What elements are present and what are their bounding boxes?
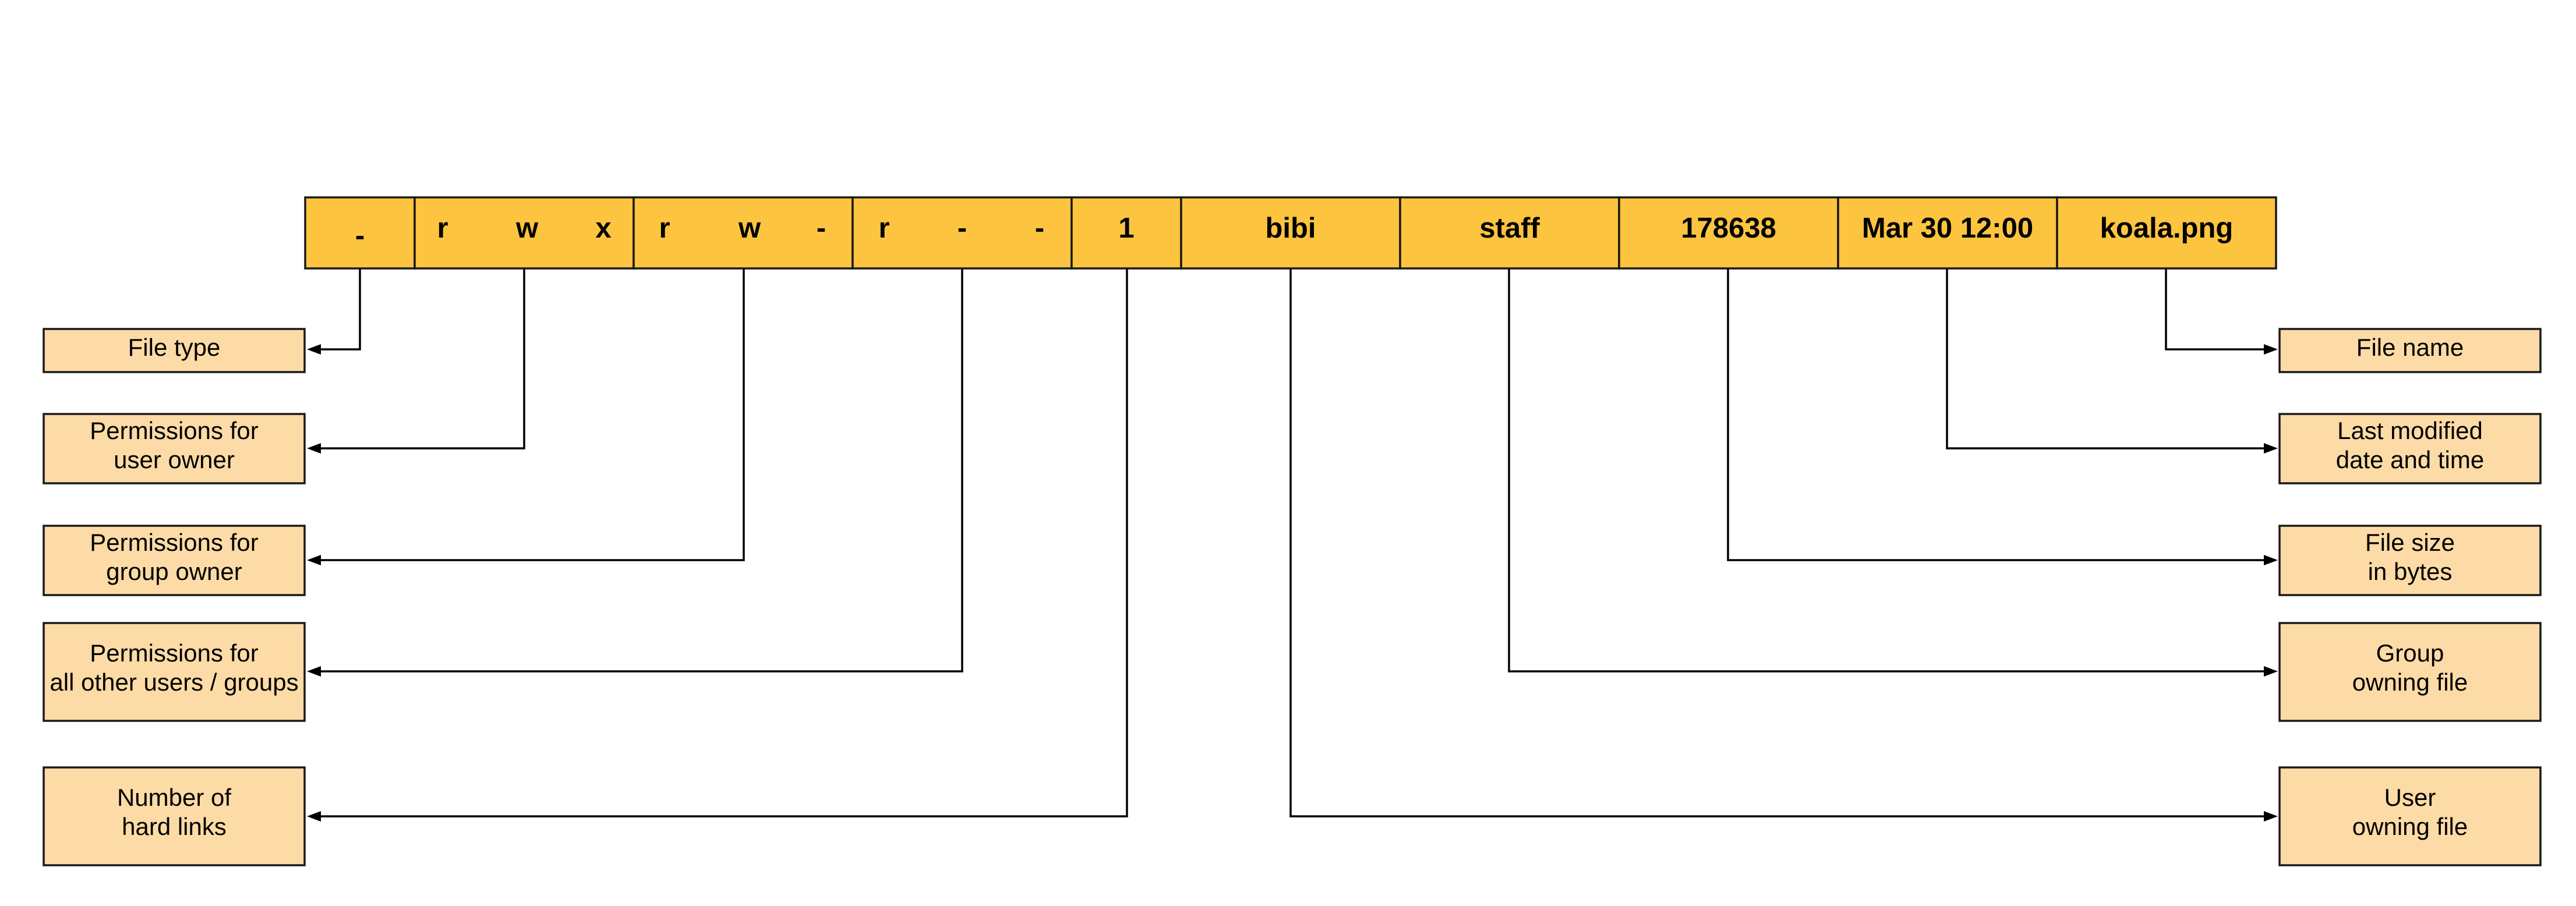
arrow-other-permissions xyxy=(307,666,321,677)
cell-file-type: - xyxy=(304,196,416,270)
connector-file-type xyxy=(315,269,361,351)
label-size-line1: File size xyxy=(2365,529,2455,556)
label-group-permissions: Permissions for group owner xyxy=(43,525,306,596)
cell-other-permissions: r - - xyxy=(851,196,1073,270)
arrow-hard-links xyxy=(307,811,321,822)
arrow-user-permissions xyxy=(307,443,321,454)
right-labels: File name Last modified date and time Fi… xyxy=(2278,328,2542,866)
arrow-name xyxy=(2264,344,2278,355)
cell-hard-links: 1 xyxy=(1070,196,1182,270)
label-modified-line2: date and time xyxy=(2336,446,2485,473)
group-write-char: w xyxy=(738,213,761,244)
user-execute-char: x xyxy=(595,213,611,244)
label-user-permissions-line2: user owner xyxy=(114,446,235,473)
label-other-permissions-line2: all other users / groups xyxy=(50,668,298,696)
label-hard-links: Number of hard links xyxy=(43,766,306,866)
user-write-char: w xyxy=(515,213,539,244)
cell-size: 178638 xyxy=(1618,196,1839,270)
label-user-permissions: Permissions for user owner xyxy=(43,413,306,484)
cell-user: bibi xyxy=(1180,196,1401,270)
user-value: bibi xyxy=(1265,213,1316,244)
label-group-permissions-line2: group owner xyxy=(106,558,242,585)
label-modified-line1: Last modified xyxy=(2337,417,2483,444)
cell-name: koala.png xyxy=(2056,196,2277,270)
arrow-group-permissions xyxy=(307,555,321,565)
label-name: File name xyxy=(2278,328,2542,373)
label-user: User owning file xyxy=(2278,766,2542,866)
label-hard-links-line1: Number of xyxy=(117,784,231,811)
ls-output-row: - r w x r w - r - - 1 bibi xyxy=(304,196,2277,270)
other-read-char: r xyxy=(878,213,889,244)
label-size-line2: in bytes xyxy=(2368,558,2453,585)
connector-group xyxy=(1508,269,2270,673)
label-user-line1: User xyxy=(2384,784,2436,811)
connector-user-permissions xyxy=(315,269,525,450)
other-execute-char: - xyxy=(1035,213,1044,244)
label-other-permissions: Permissions for all other users / groups xyxy=(43,622,306,722)
connector-other-permissions xyxy=(315,269,963,673)
cell-modified: Mar 30 12:00 xyxy=(1837,196,2058,270)
label-modified: Last modified date and time xyxy=(2278,413,2542,484)
cell-user-permissions: r w x xyxy=(414,196,635,270)
connectors xyxy=(307,269,2278,822)
cell-group: staff xyxy=(1399,196,1620,270)
connector-name xyxy=(2165,269,2270,351)
label-user-line2: owning file xyxy=(2352,813,2468,840)
name-value: koala.png xyxy=(2100,213,2234,244)
label-group-line1: Group xyxy=(2376,639,2444,667)
other-write-char: - xyxy=(957,213,967,244)
group-execute-char: - xyxy=(817,213,826,244)
label-file-type-text: File type xyxy=(128,334,221,361)
label-group-line2: owning file xyxy=(2352,668,2468,696)
label-group-permissions-line1: Permissions for xyxy=(90,529,258,556)
label-file-type: File type xyxy=(43,328,306,373)
arrow-modified xyxy=(2264,443,2278,454)
group-value: staff xyxy=(1479,213,1540,244)
label-size: File size in bytes xyxy=(2278,525,2542,596)
hard-links-value: 1 xyxy=(1118,213,1134,244)
user-read-char: r xyxy=(437,213,448,244)
arrow-user xyxy=(2264,811,2278,822)
left-labels: File type Permissions for user owner Per… xyxy=(43,328,306,866)
arrow-group xyxy=(2264,666,2278,677)
connector-size xyxy=(1727,269,2270,561)
connector-modified xyxy=(1946,269,2270,450)
connector-group-permissions xyxy=(315,269,745,561)
size-value: 178638 xyxy=(1681,213,1776,244)
arrow-size xyxy=(2264,555,2278,565)
connector-user xyxy=(1289,269,2270,817)
file-type-char: - xyxy=(355,220,365,252)
label-other-permissions-line1: Permissions for xyxy=(90,639,258,667)
cell-group-permissions: r w - xyxy=(632,196,854,270)
modified-value: Mar 30 12:00 xyxy=(1862,213,2033,244)
label-group: Group owning file xyxy=(2278,622,2542,722)
label-hard-links-line2: hard links xyxy=(122,813,227,840)
group-read-char: r xyxy=(659,213,670,244)
label-name-text: File name xyxy=(2356,334,2464,361)
label-user-permissions-line1: Permissions for xyxy=(90,417,258,444)
connector-hard-links xyxy=(315,269,1128,817)
arrow-file-type xyxy=(307,344,321,355)
